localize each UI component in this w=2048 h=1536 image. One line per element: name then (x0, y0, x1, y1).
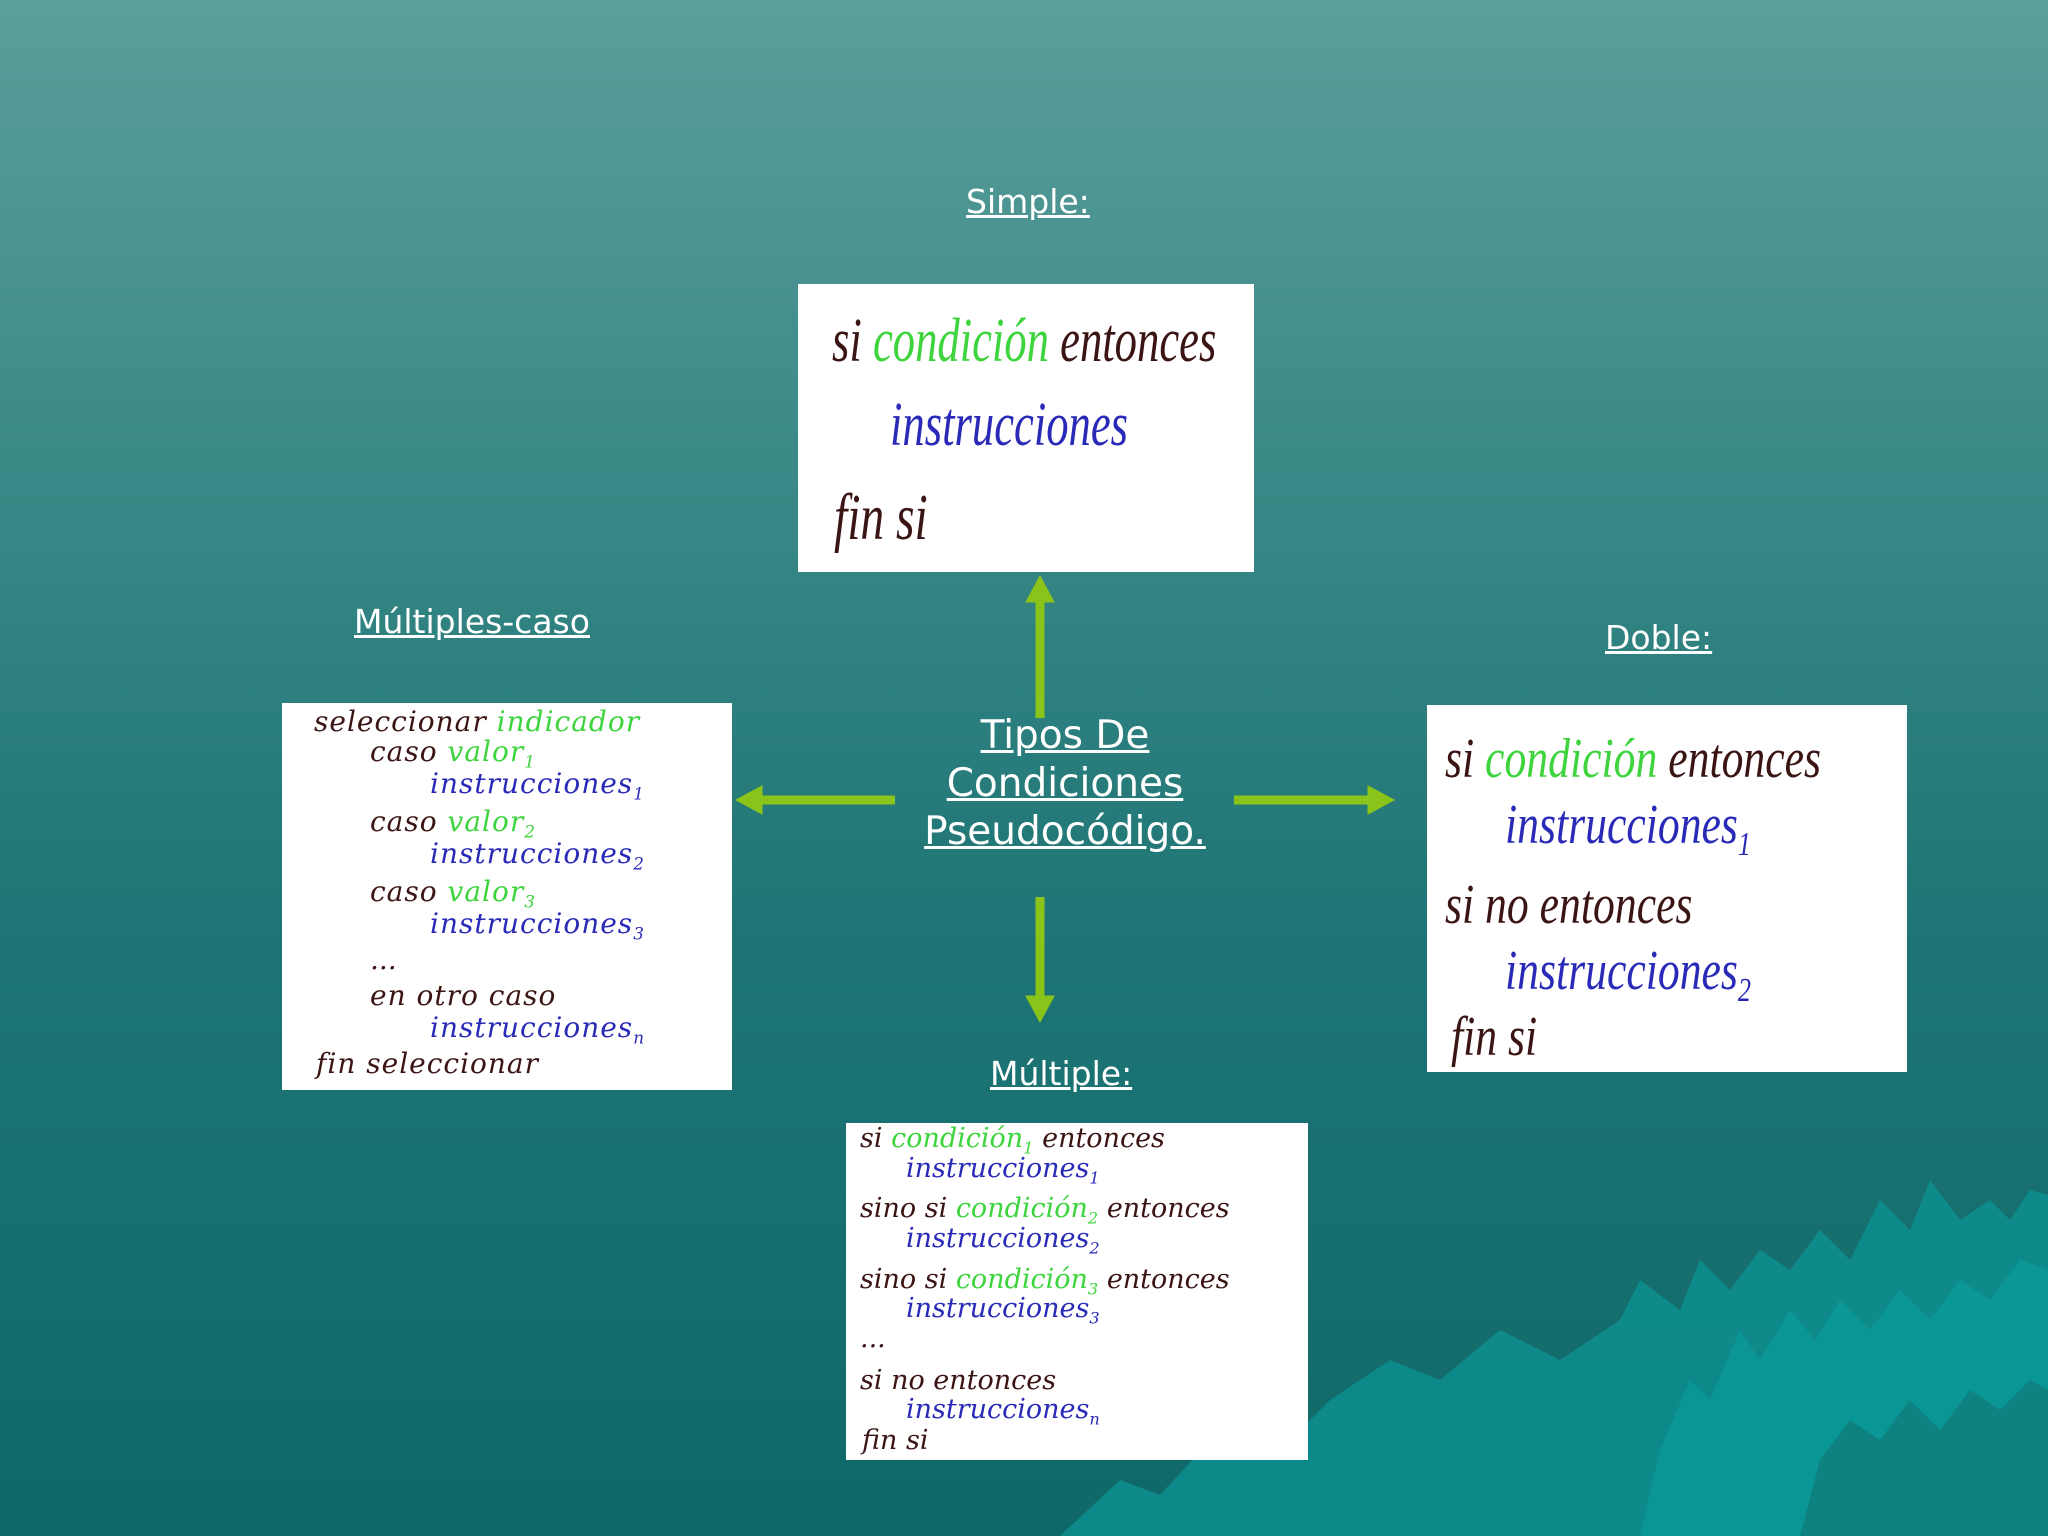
simple-box: si condición entonces instrucciones fin … (798, 284, 1254, 572)
caso-line-11: fin seleccionar (316, 1047, 540, 1080)
caso-line-9: en otro caso (370, 979, 557, 1012)
caso-line-5: instrucciones2 (430, 837, 645, 874)
multiple-line-1: si condición1 entonces (860, 1123, 1165, 1158)
doble-line-2: instrucciones1 (1505, 794, 1752, 864)
doble-line-3: si no entonces (1445, 874, 1693, 936)
doble-line-4: instrucciones2 (1505, 940, 1752, 1010)
diagram-title: Tipos De Condiciones Pseudocódigo. (900, 712, 1230, 856)
multiple-line-6: instrucciones3 (906, 1293, 1100, 1328)
multiple-line-3: sino si condición2 entonces (860, 1193, 1230, 1228)
multiples-caso-box: seleccionar indicador caso valor1 instru… (282, 703, 732, 1090)
label-simple: Simple: (966, 182, 1090, 221)
title-line-2: Condiciones (946, 761, 1184, 806)
multiple-line-2: instrucciones1 (906, 1153, 1100, 1188)
doble-box: si condición entonces instrucciones1 si … (1427, 705, 1907, 1072)
caso-line-4: caso valor2 (370, 805, 536, 842)
caso-line-3: instrucciones1 (430, 767, 645, 804)
multiple-line-5: sino si condición3 entonces (860, 1264, 1230, 1299)
label-multiple: Múltiple: (990, 1054, 1133, 1093)
multiple-box: si condición1 entonces instrucciones1 si… (846, 1123, 1308, 1460)
caso-line-7: instrucciones3 (430, 907, 645, 944)
doble-line-1: si condición entonces (1445, 728, 1822, 790)
doble-line-5: fin si (1451, 1006, 1538, 1068)
caso-line-6: caso valor3 (370, 875, 536, 912)
multiple-line-7: ... (860, 1323, 886, 1354)
title-line-3: Pseudocódigo. (924, 809, 1206, 854)
label-multiples-caso: Múltiples-caso (354, 602, 590, 641)
caso-line-2: caso valor1 (370, 735, 536, 772)
simple-line-3: fin si (834, 481, 928, 554)
caso-line-1: seleccionar indicador (314, 705, 641, 738)
multiple-line-10: fin si (862, 1425, 929, 1456)
label-doble: Doble: (1605, 618, 1713, 657)
caso-line-8: ... (370, 943, 397, 976)
simple-line-1: si condición entonces (832, 307, 1217, 375)
title-line-1: Tipos De (980, 713, 1150, 758)
multiple-line-4: instrucciones2 (906, 1223, 1100, 1258)
caso-line-10: instruccionesn (430, 1011, 645, 1048)
multiple-line-9: instruccionesn (906, 1394, 1100, 1429)
multiple-line-8: si no entonces (860, 1365, 1057, 1396)
simple-line-2: instrucciones (890, 391, 1129, 459)
